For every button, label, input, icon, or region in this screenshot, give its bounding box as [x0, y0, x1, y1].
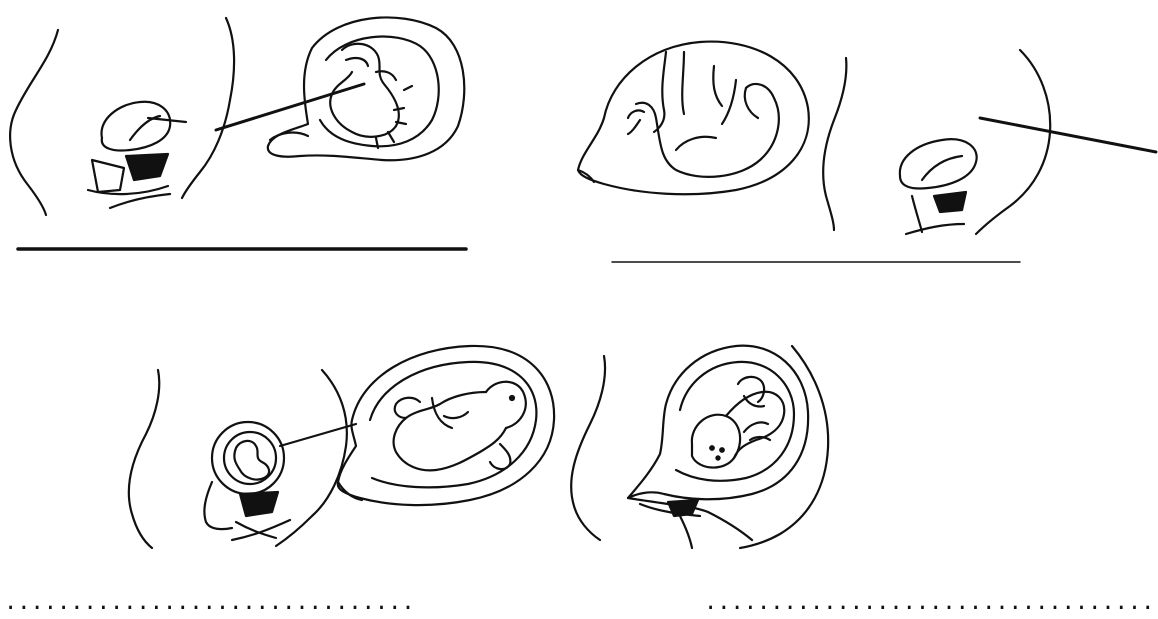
- uterus-cervix: [270, 133, 308, 140]
- fetus-body: [394, 392, 506, 470]
- fetus-shoulder: [745, 88, 758, 118]
- mother-belly-outline: [276, 370, 347, 546]
- fetus-head: [486, 382, 526, 428]
- fetus-arm: [432, 398, 468, 428]
- enlarged-uterus-inner: [370, 362, 536, 487]
- fetus-arm-2: [722, 80, 736, 124]
- fetus-hand: [628, 110, 644, 134]
- pointer-line-long: [216, 84, 364, 130]
- answer-line-panel-4[interactable]: ........................................…: [704, 592, 1154, 614]
- enlarged-uterus-cervix-tip: [578, 170, 594, 182]
- fetus-leg-2: [682, 52, 684, 114]
- small-fetus: [234, 441, 269, 480]
- pointer-line: [280, 424, 356, 446]
- embryo-segments: [376, 86, 412, 148]
- panel-second-trimester: [129, 346, 554, 548]
- answer-line-panel-3[interactable]: ........................................…: [4, 592, 412, 614]
- mother-back-outline: [571, 356, 605, 540]
- mother-back-outline: [129, 370, 159, 548]
- mother-back-outline: [823, 58, 846, 230]
- panel-third-trimester: [571, 346, 828, 548]
- fetus-mouth: [716, 456, 719, 459]
- small-uterus-inner: [922, 156, 962, 180]
- fetus-eye: [510, 396, 514, 400]
- small-uterus: [101, 102, 170, 151]
- fetus-arm: [744, 422, 770, 440]
- pelvis-lower-lines: [640, 504, 752, 548]
- fetus-body: [726, 392, 784, 458]
- panel-early-embryo: [10, 17, 464, 215]
- mother-belly-outline: [182, 18, 234, 198]
- pointer-line: [148, 118, 186, 122]
- pelvis-outline: [92, 160, 124, 192]
- pelvis-dark-mark: [126, 154, 168, 180]
- fetus-arm-1: [713, 66, 722, 106]
- fetus-lower-leg: [490, 444, 510, 469]
- pelvis-dark-mark: [934, 192, 966, 212]
- panel-first-trimester: [578, 42, 1156, 234]
- fetus-eye-2: [720, 448, 724, 452]
- enlarged-uterus: [578, 42, 809, 195]
- fetus-leg: [395, 398, 420, 418]
- pelvis-lower-lines: [232, 520, 290, 540]
- fetus-body: [636, 84, 779, 177]
- fetus-eye-1: [710, 446, 714, 450]
- embryo-head-curve: [346, 58, 368, 66]
- fetus-inner-thigh: [676, 137, 716, 150]
- pointer-line: [980, 118, 1156, 152]
- pelvis-dark-mark: [240, 492, 278, 516]
- pelvis-lower-lines: [88, 186, 170, 208]
- mother-belly-outline: [976, 50, 1050, 234]
- mother-back-outline: [10, 30, 58, 215]
